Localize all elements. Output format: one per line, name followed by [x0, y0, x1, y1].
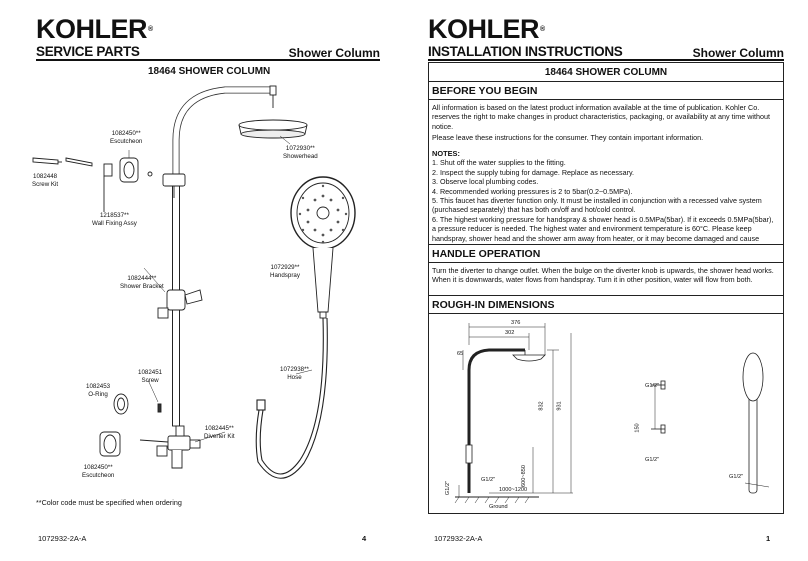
dim-376: 376 — [511, 320, 521, 326]
service-parts-page: KOHLER® SERVICE PARTS Shower Column 1846… — [32, 14, 380, 543]
doc-number: 1072932-2A-A — [434, 534, 483, 543]
header-rule — [428, 59, 784, 61]
product-type: Shower Column — [288, 46, 380, 60]
screw-kit-drawing — [32, 157, 93, 167]
note-item: 1. Shut off the water supplies to the fi… — [432, 158, 566, 168]
dim-832: 832 — [538, 401, 545, 411]
product-type: Shower Column — [692, 46, 784, 60]
notes-block: NOTES: 1. Shut off the water supplies to… — [432, 149, 777, 252]
header-rule — [36, 59, 380, 61]
page-number: 4 — [362, 534, 367, 543]
color-code-note: **Color code must be specified when orde… — [36, 498, 182, 507]
part-label-handspray: 1072929**Handspray — [270, 264, 300, 279]
section-title: SERVICE PARTS — [36, 44, 140, 59]
handle-operation-heading: HANDLE OPERATION — [429, 244, 783, 263]
dim-600-850: 600~850 — [520, 465, 527, 487]
shower-bracket-drawing — [157, 289, 203, 319]
handspray-drawing — [290, 176, 356, 319]
page-number: 1 — [766, 534, 771, 543]
dim-g12-lower-bracket: G1/2" — [645, 457, 660, 463]
ground-label: Ground — [489, 504, 508, 510]
handle-operation-text: Turn the diverter to change outlet. When… — [432, 266, 774, 285]
part-label-showerhead: 1072930**Showerhead — [283, 145, 318, 160]
section-title: INSTALLATION INSTRUCTIONS — [428, 44, 623, 59]
installation-instructions-page: KOHLER® INSTALLATION INSTRUCTIONS Shower… — [404, 0, 808, 561]
before-you-begin-heading: BEFORE YOU BEGIN — [429, 81, 783, 100]
note-item: 2. Inspect the supply tubing for damage.… — [432, 167, 635, 177]
part-label-diverter-kit: 1082445**Diverter Kit — [204, 425, 235, 440]
dim-65: 65 — [457, 351, 464, 357]
dim-g12-column: G1/2" — [481, 477, 496, 483]
rough-in-heading: ROUGH-IN DIMENSIONS — [429, 295, 783, 314]
kohler-logo: KOHLER® — [428, 14, 545, 44]
escutcheon-bottom-drawing — [99, 431, 121, 457]
dim-g12-handspray: G1/2" — [729, 474, 744, 480]
part-label-wall-fixing: 1218537**Wall Fixing Assy — [92, 212, 137, 227]
dim-302: 302 — [505, 330, 515, 336]
o-ring-drawing — [113, 393, 129, 415]
dim-g12-left: G1/2" — [445, 480, 452, 496]
note-item: 3. Observe local plumbing codes. — [432, 177, 539, 187]
part-label-hose: 1072938**Hose — [280, 366, 309, 381]
note-item: 5. This faucet has diverter function onl… — [432, 196, 762, 215]
leader-lines — [128, 135, 313, 443]
instructions-box: 18464 SHOWER COLUMN BEFORE YOU BEGIN All… — [428, 62, 784, 514]
showerhead-drawing — [238, 119, 308, 139]
dim-150: 150 — [634, 423, 641, 433]
kohler-logo: KOHLER® — [36, 14, 153, 44]
part-label-escutcheon-top: 1082450**Escutcheon — [110, 130, 143, 145]
diverter-kit-drawing — [139, 425, 201, 469]
hose-drawing — [255, 317, 328, 479]
note-item: 4. Recommended working pressures is 2 to… — [432, 186, 633, 196]
exploded-parts-diagram — [32, 85, 356, 479]
rough-in-dimensions-drawing — [454, 323, 770, 504]
model-heading: 18464 SHOWER COLUMN — [544, 67, 668, 78]
model-heading: 18464 SHOWER COLUMN — [148, 66, 271, 77]
before-paragraph-1: All information is based on the latest p… — [432, 103, 770, 131]
notes-heading: NOTES: — [432, 149, 460, 158]
screw-drawing — [157, 403, 162, 413]
before-paragraph-2: Please leave these instructions for the … — [432, 133, 704, 142]
doc-number: 1072932-2A-A — [38, 534, 87, 543]
part-label-shower-bracket: 1082444**Shower Bracket — [120, 275, 164, 290]
wall-fixing-drawing — [103, 173, 186, 212]
dim-g12-upper-bracket: G1/2" — [645, 383, 660, 389]
part-label-escutcheon-bottom: 1082450**Escutcheon — [82, 464, 115, 479]
dim-1000-1200: 1000~1200 — [499, 487, 528, 493]
dim-931: 931 — [556, 401, 563, 411]
escutcheon-top-drawing — [103, 157, 153, 183]
